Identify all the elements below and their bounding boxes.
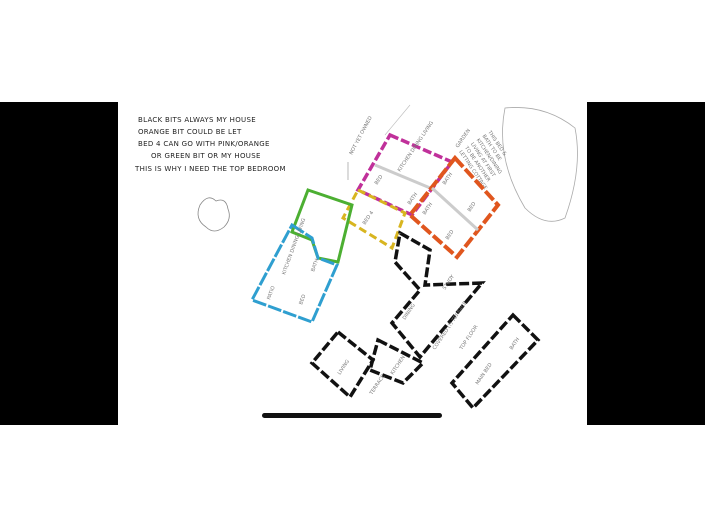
room-label: DINING (402, 303, 417, 322)
notes-block: BLACK BITS ALWAYS MY HOUSE ORANGE BIT CO… (134, 116, 286, 173)
room-label: BATH (509, 337, 522, 352)
home-indicator[interactable] (262, 413, 442, 418)
room-label: TERRACE (368, 374, 386, 397)
pink-section (355, 132, 455, 218)
room-label: BED (298, 294, 307, 306)
garden-line (384, 104, 411, 136)
room-label: BED (374, 174, 385, 186)
room-label: BED (467, 201, 478, 213)
callout-bubble (502, 107, 578, 222)
note-line: BED 4 CAN GO WITH PINK/ORANGE (138, 140, 270, 148)
kitchen-block (367, 337, 426, 386)
wall (374, 163, 436, 192)
main-block (389, 230, 486, 360)
room-label: KITCHEN (390, 355, 407, 377)
room-label: TOP FLOOR (458, 324, 480, 352)
room-label: BED 4 (362, 210, 375, 226)
note-line: BLACK BITS ALWAYS MY HOUSE (138, 116, 256, 124)
room-label: BED (445, 229, 456, 241)
blue-section (249, 222, 340, 324)
room-label: MAIN BED (475, 362, 494, 386)
not-yet-owned-label: NOT YET OWNED (348, 115, 373, 156)
room-label: STUDY (442, 273, 457, 291)
room-label: BATH (310, 258, 320, 273)
room-label: LIVING (337, 359, 351, 376)
orange-section (407, 154, 501, 260)
callout-text: THIS BED & BATH TO BE KITCHEN/DINING LIV… (457, 129, 507, 191)
note-line: ORANGE BIT COULD BE LET (138, 128, 242, 136)
living-block (309, 329, 376, 400)
note-line: OR GREEN BIT OR MY HOUSE (151, 152, 261, 160)
key-sketch (197, 197, 230, 232)
black-section (309, 230, 541, 411)
room-label: BATH (422, 202, 435, 217)
room-label: PATIO (266, 285, 277, 300)
top-floor-block (449, 312, 541, 411)
room-label: KITCHEN DINING LIVING (397, 120, 435, 173)
note-line: THIS IS WHY I NEED THE TOP BEDROOM (134, 165, 286, 173)
wall (430, 186, 480, 232)
yellow-section (341, 188, 407, 251)
